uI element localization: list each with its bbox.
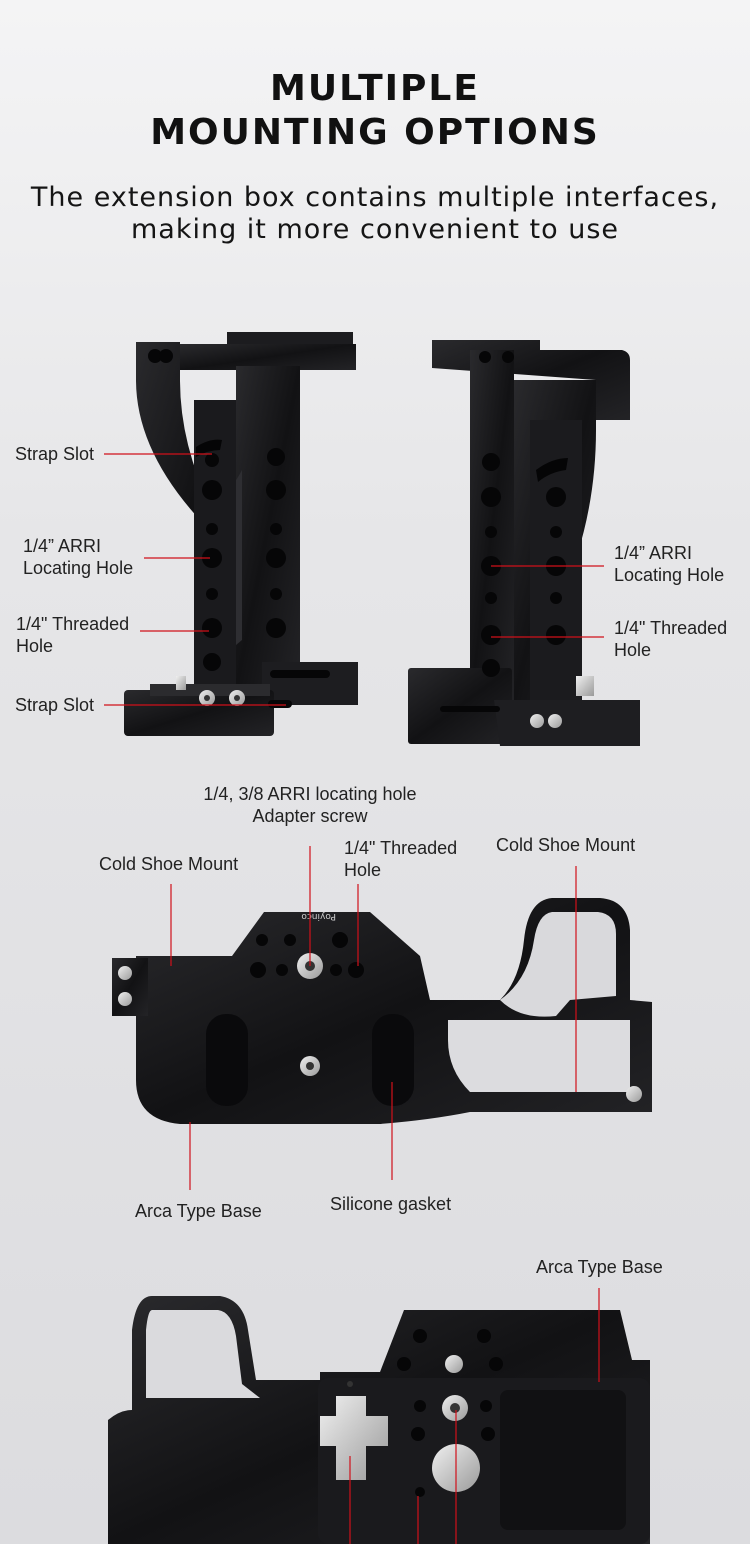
label-arca-base: Arca Type Base: [135, 1201, 262, 1221]
panel1-callout-lines: [104, 453, 604, 706]
right-cage-image: [408, 340, 640, 746]
label-left-threaded-line1: 1/4" Threaded: [16, 614, 130, 634]
page-title-line2: MOUNTING OPTIONS: [150, 112, 600, 153]
label-arri-adapter-line1: 1/4, 3/8 ARRI locating hole: [203, 784, 417, 804]
label-left-arri-line2: Locating Hole: [23, 558, 134, 578]
left-cage-image: [124, 332, 358, 736]
left-cage-screws: [176, 676, 245, 706]
panel3-callout-lines: [349, 1288, 600, 1544]
panel2-plate-image: Poyinco: [112, 898, 652, 1124]
label-arca-base-bottom: Arca Type Base: [536, 1257, 663, 1277]
label-threaded-hole-line1: 1/4" Threaded: [344, 838, 458, 858]
label-right-arri-line1: 1/4” ARRI: [614, 543, 693, 563]
label-right-threaded-line2: Hole: [614, 640, 652, 660]
label-threaded-hole-line2: Hole: [344, 860, 382, 880]
label-left-arri-line1: 1/4” ARRI: [23, 536, 102, 556]
panel2-holes: [250, 932, 364, 978]
subtitle-line1: The extension box contains multiple inte…: [30, 182, 720, 213]
label-arri-adapter-line2: Adapter screw: [252, 806, 368, 826]
panel3-holes: [397, 1329, 503, 1497]
label-right-threaded-line1: 1/4" Threaded: [614, 618, 728, 638]
right-cage-screws: [530, 676, 594, 728]
panel3-screws: [347, 1355, 468, 1421]
label-silicone-gasket: Silicone gasket: [330, 1194, 452, 1214]
label-right-arri-line2: Locating Hole: [614, 565, 725, 585]
page-title-line1: MULTIPLE: [270, 68, 480, 109]
label-cold-shoe-left: Cold Shoe Mount: [99, 854, 239, 874]
label-strap-slot-top: Strap Slot: [15, 444, 95, 464]
panel2-callout-lines: [170, 846, 577, 1190]
left-cage-holes: [202, 448, 330, 708]
subtitle-line2: making it more convenient to use: [130, 214, 620, 245]
label-strap-slot-bottom: Strap Slot: [15, 695, 95, 715]
panel3-plate-image: [108, 1296, 650, 1544]
label-left-threaded-line2: Hole: [16, 636, 54, 656]
brand-mark-text: Poyinco: [301, 911, 336, 921]
label-cold-shoe-right: Cold Shoe Mount: [496, 835, 636, 855]
